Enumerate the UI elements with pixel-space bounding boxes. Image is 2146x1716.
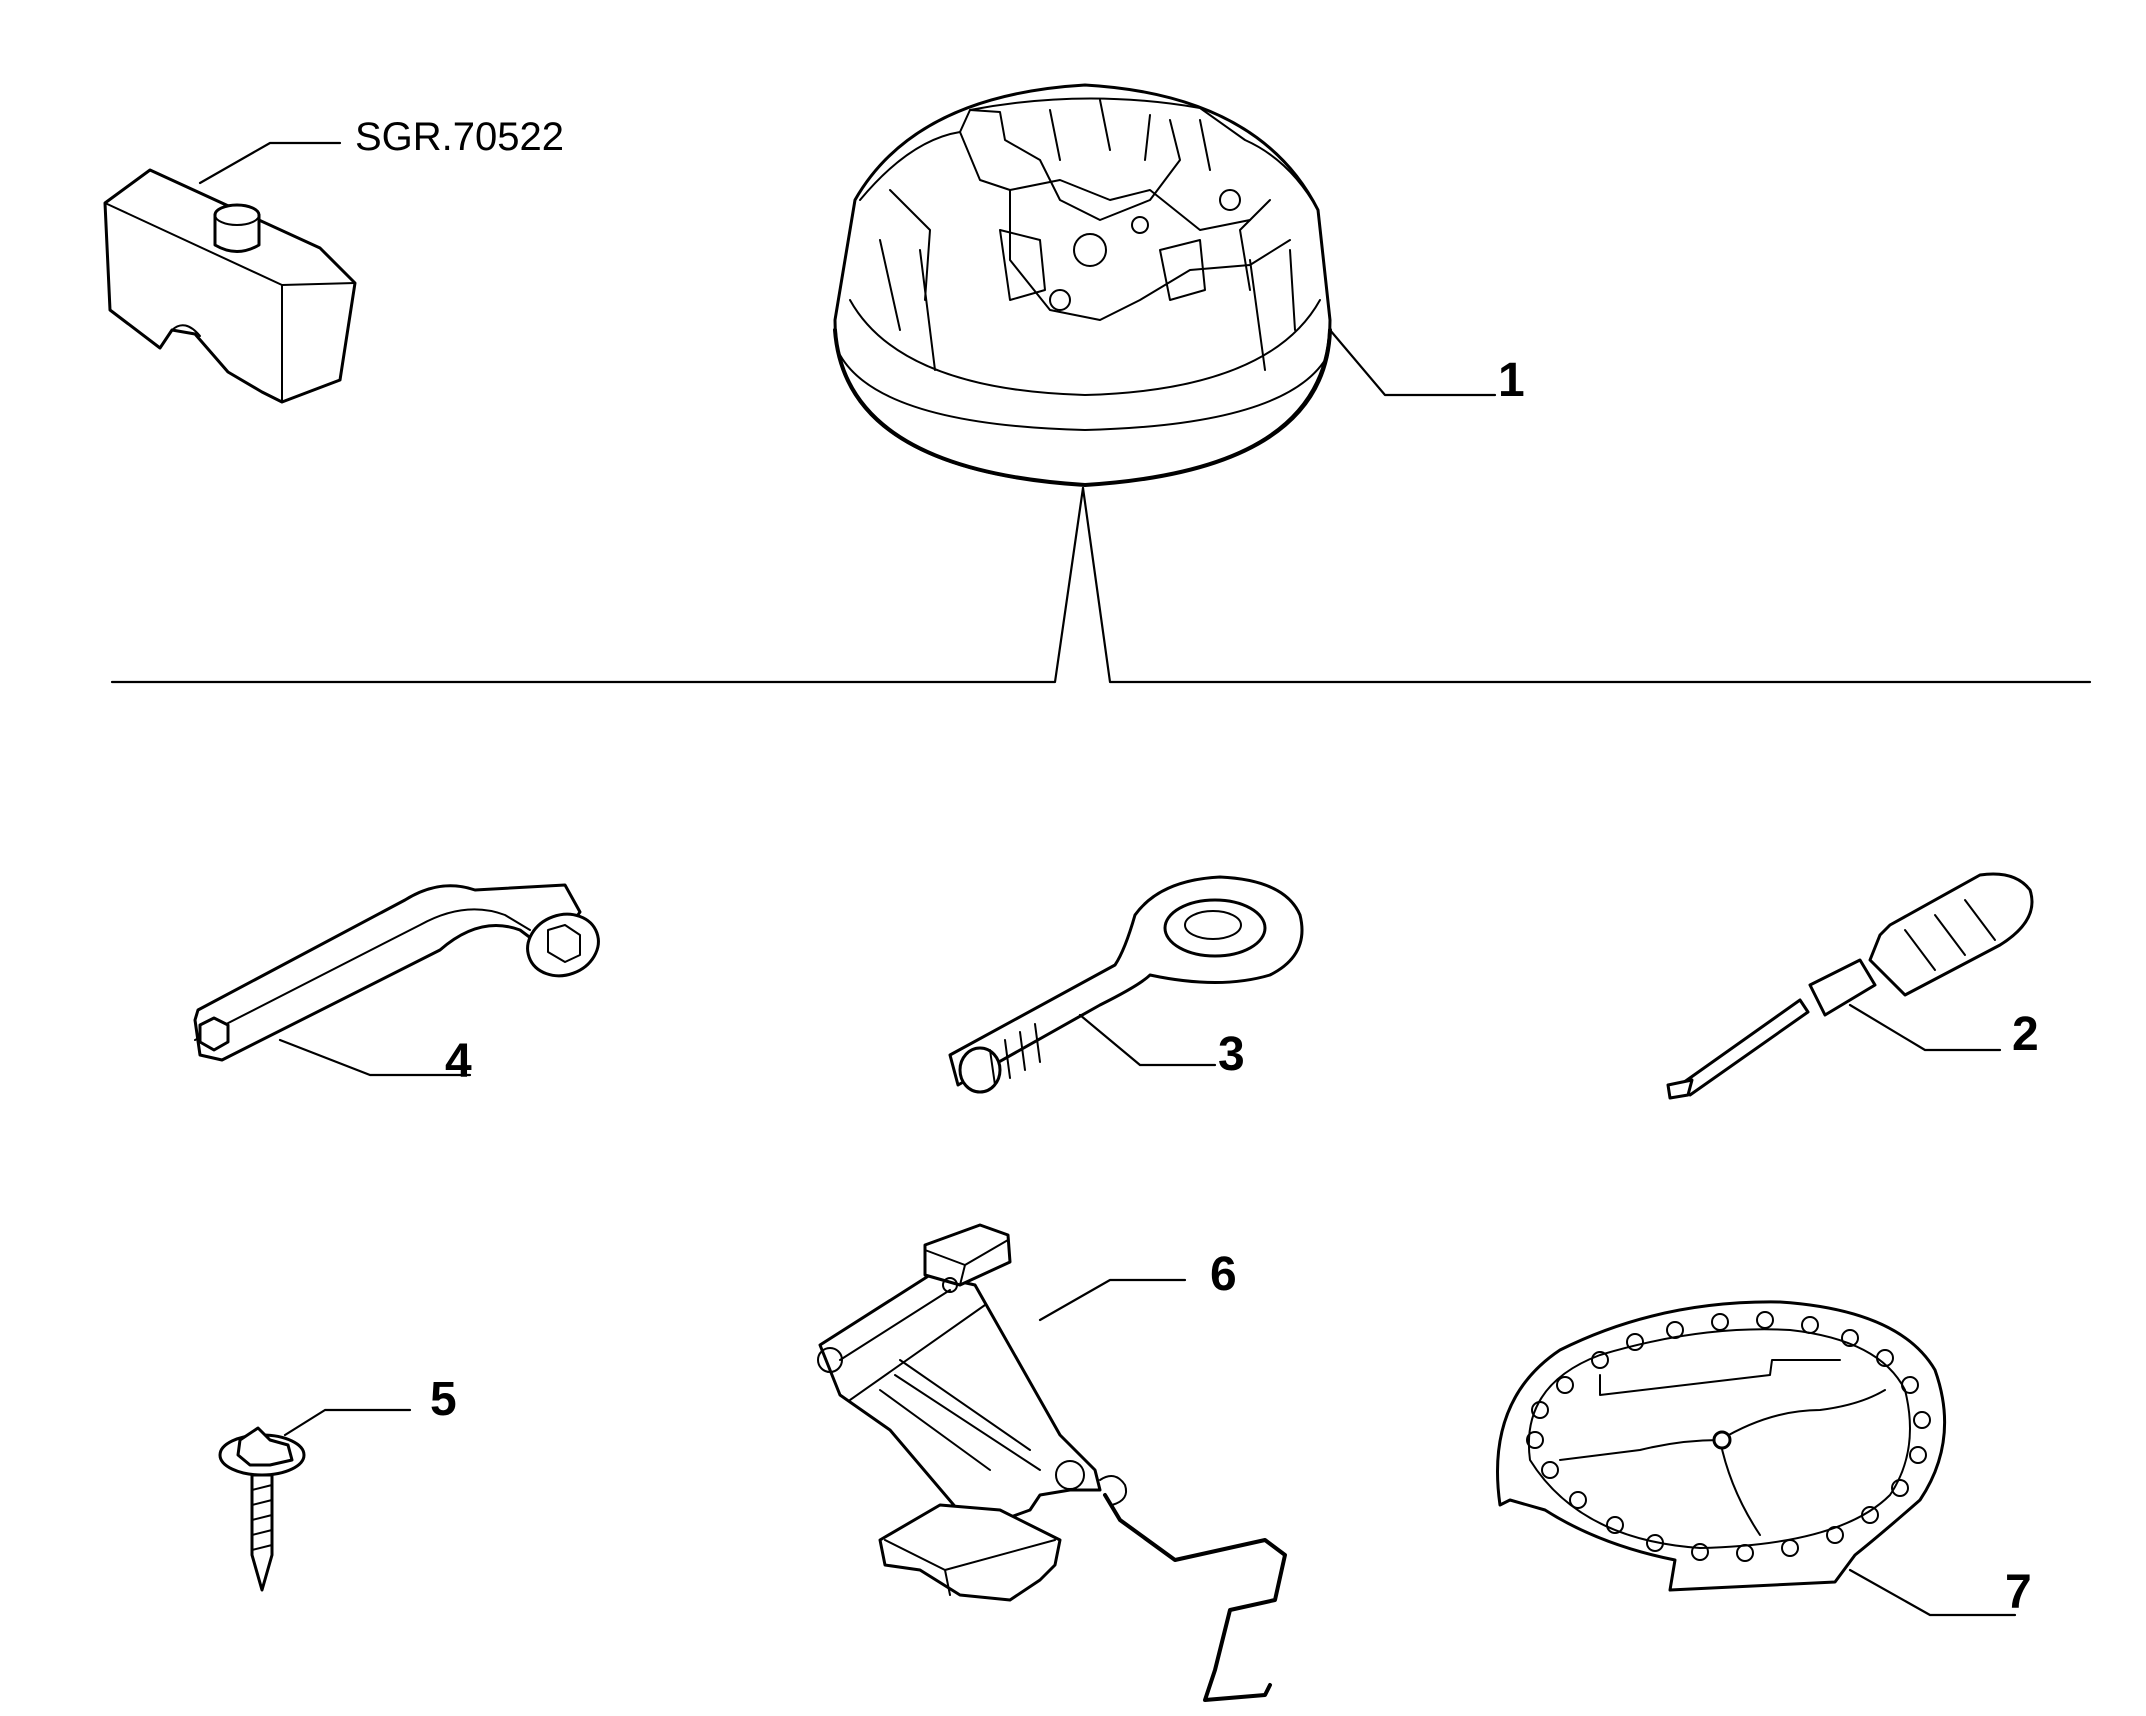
- callout-kit-code: SGR.70522: [355, 115, 564, 159]
- connector-left: [110, 486, 1085, 684]
- tool-tray-illustration: [833, 83, 1332, 487]
- cover-vent-holes: [1526, 1311, 1931, 1562]
- wheel-wrench-illustration: [193, 883, 600, 1062]
- leader-5: [283, 1408, 412, 1437]
- special-tool-block: [103, 168, 357, 404]
- leader-kit-code: [198, 141, 342, 185]
- leader-1: [1328, 328, 1497, 397]
- towing-eye-illustration: [948, 875, 1304, 1094]
- jack-illustration: [817, 1223, 1287, 1702]
- leader-4: [278, 1038, 472, 1077]
- connector-right: [1081, 486, 2092, 684]
- leader-7: [1848, 1568, 2017, 1617]
- callout-5: 5: [430, 1373, 457, 1426]
- leader-3: [1078, 1013, 1217, 1067]
- screw-illustration: [218, 1426, 306, 1592]
- leader-6: [1038, 1278, 1187, 1322]
- tray-cover-illustration: [1496, 1300, 1947, 1592]
- callout-4: 4: [445, 1035, 472, 1088]
- callout-2: 2: [2012, 1008, 2039, 1061]
- callout-6: 6: [1210, 1248, 1237, 1301]
- callout-1: 1: [1498, 354, 1525, 407]
- leader-2: [1848, 1003, 2002, 1052]
- screwdriver-illustration: [1666, 872, 2034, 1100]
- callout-3: 3: [1218, 1028, 1245, 1081]
- callout-7: 7: [2005, 1566, 2032, 1619]
